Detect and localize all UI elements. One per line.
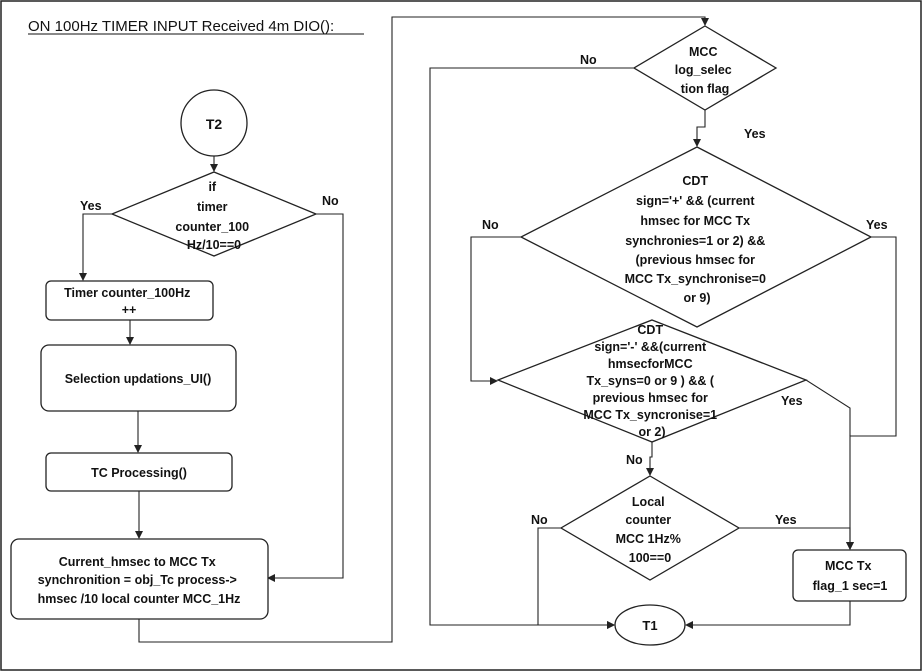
- cdt-minus-line-7: or 2): [638, 425, 665, 439]
- local-decision-line-4: 100==0: [629, 551, 671, 565]
- tc-processing-text: TC Processing(): [91, 466, 187, 480]
- local-decision-line-3: MCC 1Hz%: [616, 532, 681, 546]
- timer-no-label: No: [322, 194, 339, 208]
- minus-no-label: No: [626, 453, 643, 467]
- edge-current-to-log-decision: [138, 16, 709, 643]
- edge-timer-no: [267, 213, 344, 582]
- local-no-label: No: [531, 513, 548, 527]
- t1-terminal: [614, 604, 686, 646]
- page-title: ON 100Hz TIMER INPUT Received 4m DIO():: [28, 18, 334, 35]
- current-hmsec-line-3: hmsec /10 local counter MCC_1Hz: [38, 592, 241, 606]
- timer-yes-label: Yes: [80, 199, 102, 213]
- cdt-plus-line-6: MCC Tx_synchronise=0: [625, 272, 766, 286]
- edge-log-no: [429, 67, 634, 629]
- cdt-plus-line-5: (previous hmsec for: [636, 253, 756, 267]
- cdt-plus-line-4: synchronies=1 or 2) &&: [625, 234, 765, 248]
- cdt-minus-line-2: sign='-' &&(current: [594, 340, 707, 354]
- plus-yes-label: Yes: [866, 218, 888, 232]
- edge-local-yes: [739, 527, 854, 550]
- local-yes-label: Yes: [775, 513, 797, 527]
- timer-decision-line-3: counter_100: [175, 220, 249, 234]
- mcc-flag-box: [792, 549, 907, 602]
- local-decision-line-2: counter: [625, 513, 671, 527]
- edge-timer-yes: [79, 213, 112, 281]
- cdt-minus-line-1: CDT: [637, 323, 663, 337]
- cdt-minus-line-6: MCC Tx_syncronise=1: [583, 408, 717, 422]
- edge-log-yes: [693, 110, 706, 147]
- mcc-flag-line-1: MCC Tx: [825, 559, 872, 573]
- log-decision-text: MCC log_selec tion flag: [675, 45, 735, 96]
- cdt-minus-line-3: hmsecforMCC: [608, 357, 693, 371]
- timer-decision-line-4: Hz/10==0: [187, 238, 241, 252]
- edge-minus-yes: [805, 379, 851, 436]
- timer-increment-line-1: Timer counter_100Hz: [64, 286, 190, 300]
- cdt-minus-line-5: previous hmsec for: [593, 391, 708, 405]
- cdt-plus-line-3: hmsec for MCC Tx: [640, 214, 750, 228]
- timer-increment-text: Timer counter_100Hz ++: [64, 286, 194, 317]
- log-yes-label: Yes: [744, 127, 766, 141]
- timer-increment-line-2: ++: [122, 303, 137, 317]
- local-counter-decision: [559, 475, 741, 581]
- t1-label: T1: [642, 618, 657, 633]
- log-decision-line-2: log_selec: [675, 63, 732, 77]
- cdt-minus-text: CDT sign='-' &&(current hmsecforMCC Tx_s…: [583, 323, 720, 439]
- timer-decision-text: if timer counter_100 Hz/10==0: [175, 180, 252, 252]
- t2-label: T2: [206, 116, 223, 132]
- cdt-plus-line-1: CDT: [682, 174, 708, 188]
- minus-yes-label: Yes: [781, 394, 803, 408]
- log-decision-line-1: MCC: [689, 45, 717, 59]
- local-decision-text: Local counter MCC 1Hz% 100==0: [616, 495, 685, 565]
- log-no-label: No: [580, 53, 597, 67]
- edge-local-no: [537, 527, 615, 629]
- selection-text: Selection updations_UI(): [65, 372, 212, 386]
- current-hmsec-line-2: synchronition = obj_Tc process->: [38, 573, 237, 587]
- current-hmsec-line-1: Current_hmsec to MCC Tx: [59, 555, 216, 569]
- cdt-minus-line-4: Tx_syns=0 or 9 ) && (: [587, 374, 715, 388]
- mcc-flag-text: MCC Tx flag_1 sec=1: [813, 559, 888, 593]
- cdt-plus-text: CDT sign='+' && (current hmsec for MCC T…: [625, 174, 770, 305]
- cdt-plus-decision: [519, 146, 873, 328]
- current-hmsec-text: Current_hmsec to MCC Tx synchronition = …: [38, 555, 241, 606]
- timer-decision-line-2: timer: [197, 200, 228, 214]
- edge-flag-to-t1: [685, 601, 851, 629]
- log-decision-line-3: tion flag: [681, 82, 730, 96]
- plus-no-label: No: [482, 218, 499, 232]
- timer-decision-line-1: if: [208, 180, 216, 194]
- edge-plus-yes: [846, 236, 897, 550]
- cdt-plus-line-7: or 9): [683, 291, 710, 305]
- cdt-plus-line-2: sign='+' && (current: [636, 194, 755, 208]
- timer-counter-decision: [110, 171, 318, 257]
- local-decision-line-1: Local: [632, 495, 665, 509]
- mcc-flag-line-2: flag_1 sec=1: [813, 579, 888, 593]
- edge-minus-no: [646, 442, 654, 476]
- edge-plus-no: [470, 236, 521, 385]
